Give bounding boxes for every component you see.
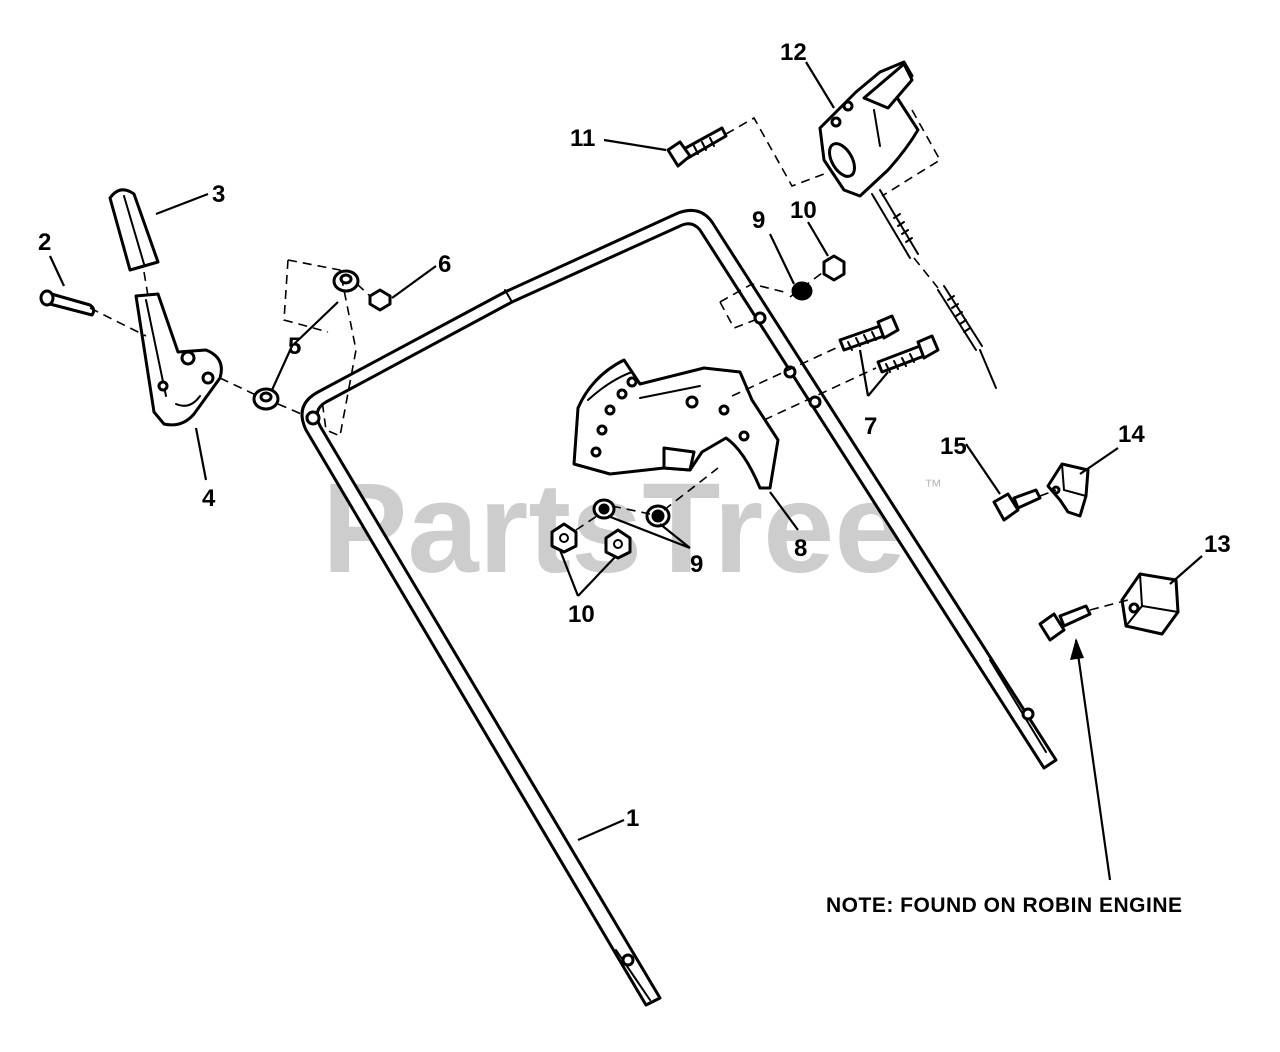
part-4-lever-bracket[interactable] xyxy=(134,292,223,427)
callout-leaders xyxy=(49,61,1203,881)
callout-10-lower: 10 xyxy=(568,601,595,628)
callout-2: 2 xyxy=(38,229,51,256)
part-15-screw[interactable] xyxy=(992,488,1042,522)
watermark-text: PartsTree xyxy=(322,457,906,600)
callout-15: 15 xyxy=(940,433,967,460)
callout-14: 14 xyxy=(1118,421,1145,448)
callout-labels: 1 2 3 4 5 6 7 8 9 9 10 10 11 12 13 14 15 xyxy=(38,39,1231,832)
part-1-handle[interactable] xyxy=(300,209,1058,1007)
part-10-nut-upper[interactable] xyxy=(822,254,846,282)
watermark-trademark: ™ xyxy=(924,476,942,496)
callout-4: 4 xyxy=(202,485,216,512)
part-5-bushing-lower[interactable] xyxy=(252,387,280,411)
part-9-washer-upper[interactable] xyxy=(791,281,813,301)
part-10-nut-lower-1[interactable] xyxy=(550,522,578,554)
callout-8: 8 xyxy=(794,535,807,562)
watermark: PartsTree ™ xyxy=(322,457,942,600)
robin-engine-note: NOTE: FOUND ON ROBIN ENGINE xyxy=(826,894,1183,917)
callout-9-upper: 9 xyxy=(752,207,765,234)
part-3-grip[interactable] xyxy=(108,188,160,272)
callout-9-lower: 9 xyxy=(690,551,703,578)
part-2-pin[interactable] xyxy=(39,289,96,317)
part-7-bolt-upper[interactable] xyxy=(838,314,900,352)
callout-10-upper: 10 xyxy=(790,197,817,224)
part-11-bolt[interactable] xyxy=(666,126,728,168)
callout-13: 13 xyxy=(1204,531,1231,558)
callout-7: 7 xyxy=(864,413,877,440)
part-14-clip[interactable] xyxy=(1046,462,1090,518)
part-9-washer-lower-1[interactable] xyxy=(592,498,616,520)
part-12-throttle-control[interactable] xyxy=(818,60,997,389)
callout-11: 11 xyxy=(570,125,595,152)
assembly-lines xyxy=(89,109,1129,611)
part-9-washer-lower-2[interactable] xyxy=(645,504,671,528)
callout-12: 12 xyxy=(780,39,807,66)
callout-5: 5 xyxy=(288,333,301,360)
part-8-control-bracket[interactable] xyxy=(572,358,780,490)
part-6-nut[interactable] xyxy=(368,288,392,312)
callout-1: 1 xyxy=(626,805,639,832)
part-7-bolt-lower[interactable] xyxy=(876,334,940,374)
robin-engine-screw[interactable] xyxy=(1038,604,1092,642)
part-10-nut-lower-2[interactable] xyxy=(604,528,632,560)
callout-3: 3 xyxy=(212,181,225,208)
part-5-bushing-upper[interactable] xyxy=(332,269,360,293)
callout-6: 6 xyxy=(438,251,451,278)
part-13-block[interactable] xyxy=(1120,572,1180,636)
